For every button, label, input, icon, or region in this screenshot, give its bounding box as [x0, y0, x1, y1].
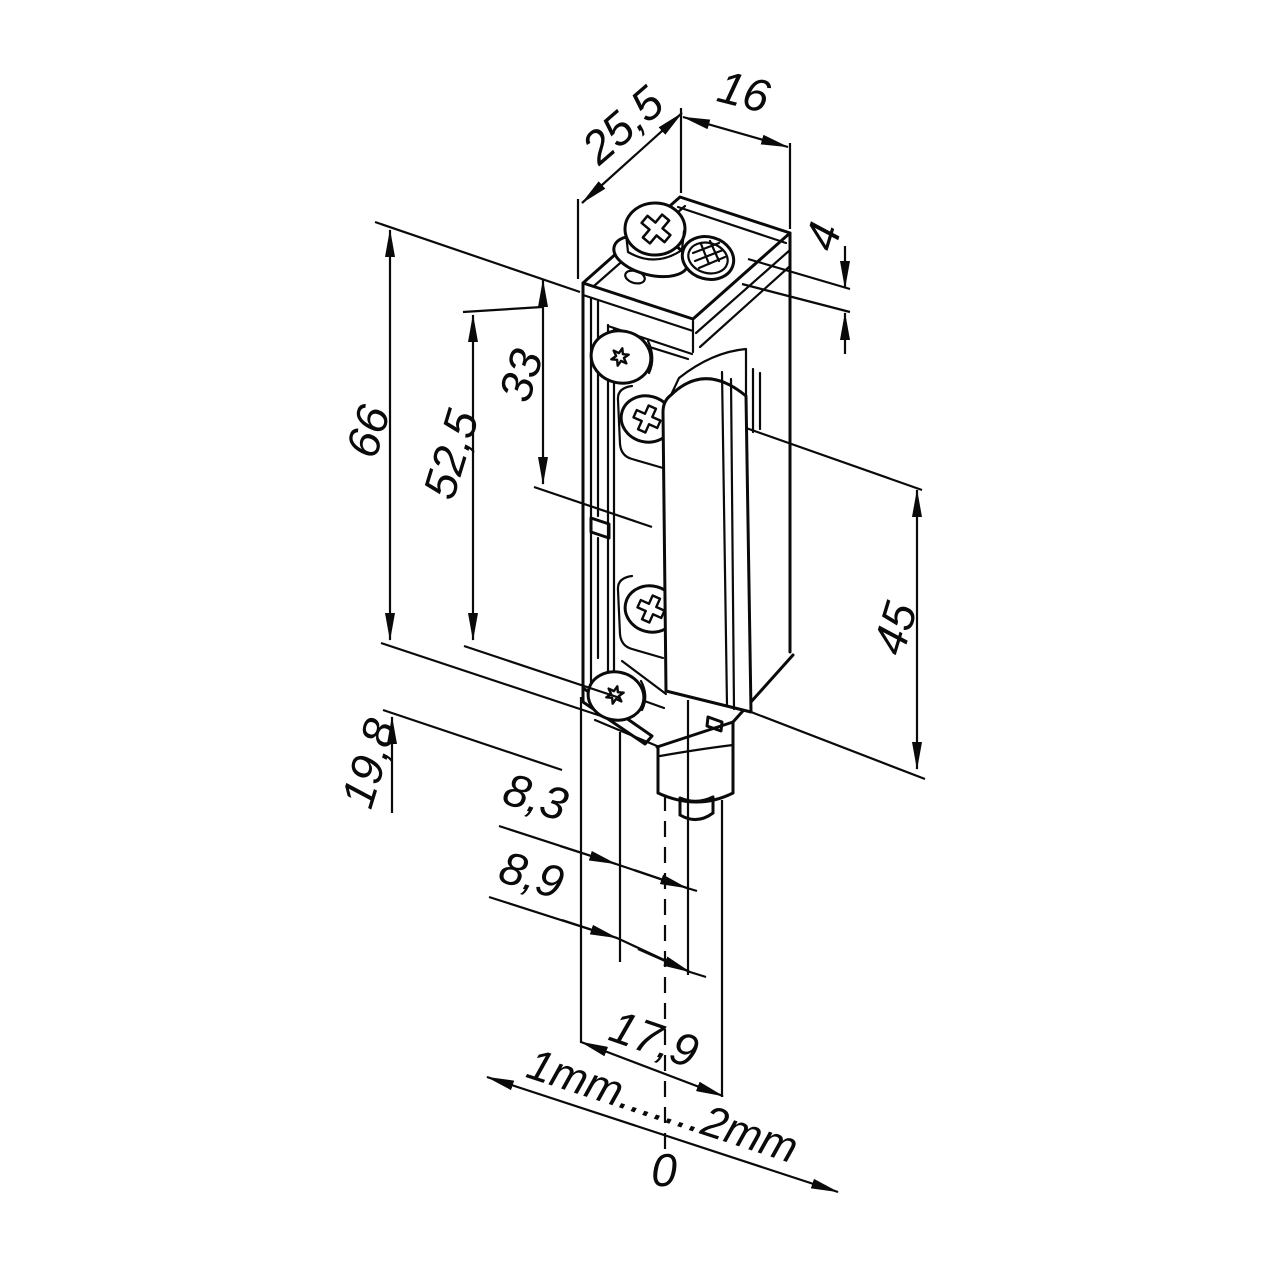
faceplate-screw-upper: [589, 329, 653, 385]
top-face-hole: [624, 269, 646, 285]
plunger-nose: [678, 795, 715, 821]
dim-label-19-8: 19,8: [331, 713, 407, 814]
plunger-mid-line: [658, 743, 735, 758]
body-bottom-front-edge: [593, 718, 659, 748]
back-lip-edge: [676, 205, 788, 245]
adjust-disc: [680, 235, 736, 281]
dim-label-zero: 0: [651, 1144, 677, 1196]
ext-line-19-8: [382, 708, 563, 772]
right-lip-edge-1: [694, 248, 792, 335]
frame-strip-right: [751, 367, 762, 434]
keeper-inner-line-1: [720, 370, 729, 708]
dim-label-4: 4: [794, 216, 851, 256]
screw-pocket-upper: [616, 384, 665, 470]
keeper-top-face: [669, 347, 748, 398]
ext-lines-45: [745, 426, 926, 781]
ext-lines-25-5: [576, 108, 683, 279]
dimension-lines: [374, 108, 926, 1194]
faceplate-top-lip: [581, 293, 695, 333]
faceplate-bottom-edge: [581, 686, 654, 746]
dim-label-52-5: 52,5: [413, 404, 489, 505]
dim-line-adjust-range: [486, 1075, 839, 1194]
faceplate-tab: [589, 516, 611, 540]
keeper-inner-line-2: [729, 377, 736, 711]
keeper-flap: [661, 377, 753, 714]
ext-lines-52-5: [462, 305, 621, 700]
ext-line-33: [533, 485, 653, 529]
plunger-cylinder: [655, 720, 735, 804]
dim-line-16: [682, 115, 789, 149]
screw-pocket-lower: [616, 574, 665, 660]
adjust-disc-slots: [691, 239, 727, 270]
dim-label-8-3: 8,3: [497, 762, 574, 831]
body-bottom-left-edge: [620, 659, 668, 696]
right-lip-edge-2: [698, 264, 792, 349]
dim-label-8-9: 8,9: [493, 840, 569, 908]
ext-lines-66: [374, 220, 605, 719]
dim-line-25-5: [581, 112, 683, 204]
dim-label-25-5: 25,5: [571, 76, 674, 175]
ext-lines-4: [741, 257, 851, 314]
strike-body: [581, 195, 795, 821]
dim-label-16: 16: [713, 60, 776, 123]
